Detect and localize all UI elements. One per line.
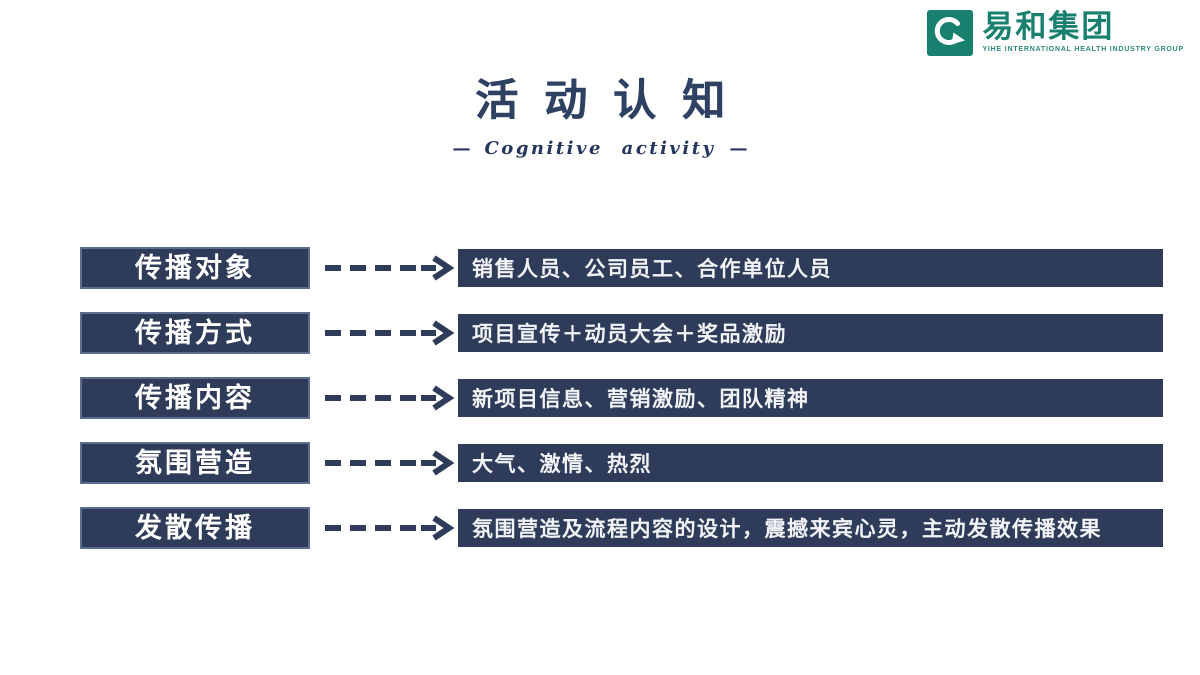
info-rows: 传播对象 销售人员、公司员工、合作单位人员 传播方式 项目宣传＋动员大会＋奖品激… (80, 247, 1163, 549)
dashed-arrow-icon (310, 385, 458, 411)
page-subtitle: — Cognitive activity — (0, 138, 1200, 159)
row-content: 销售人员、公司员工、合作单位人员 (458, 249, 1163, 287)
row-communication-content: 传播内容 新项目信息、营销激励、团队精神 (80, 377, 1163, 419)
subtitle-text: Cognitive activity (484, 138, 716, 159)
logo-text: 易和集团 YIHE INTERNATIONAL HEALTH INDUSTRY … (982, 9, 1184, 54)
circular-arrow-brand-icon (927, 10, 974, 56)
row-content: 氛围营造及流程内容的设计，震撼来宾心灵，主动发散传播效果 (458, 509, 1163, 547)
page-title: 活动认知 (475, 76, 751, 126)
row-communication-target: 传播对象 销售人员、公司员工、合作单位人员 (80, 247, 1163, 289)
row-content: 项目宣传＋动员大会＋奖品激励 (458, 314, 1163, 352)
row-content: 大气、激情、热烈 (458, 444, 1163, 482)
dashed-arrow-icon (310, 450, 458, 476)
row-label: 氛围营造 (80, 442, 310, 484)
row-divergent-spread: 发散传播 氛围营造及流程内容的设计，震撼来宾心灵，主动发散传播效果 (80, 507, 1163, 549)
subtitle-right-dash: — (729, 138, 748, 159)
company-logo: 易和集团 YIHE INTERNATIONAL HEALTH INDUSTRY … (927, 10, 1184, 56)
row-label: 传播内容 (80, 377, 310, 419)
row-label: 传播方式 (80, 312, 310, 354)
slide-header: 活动认知 — Cognitive activity — (0, 66, 1200, 159)
logo-tagline: YIHE INTERNATIONAL HEALTH INDUSTRY GROUP (982, 46, 1184, 53)
dashed-arrow-icon (310, 515, 458, 541)
subtitle-left-dash: — (452, 138, 471, 159)
row-atmosphere: 氛围营造 大气、激情、热烈 (80, 442, 1163, 484)
logo-company-name: 易和集团 (982, 9, 1115, 44)
row-label: 发散传播 (80, 507, 310, 549)
dashed-arrow-icon (310, 255, 458, 281)
row-label: 传播对象 (80, 247, 310, 289)
row-content: 新项目信息、营销激励、团队精神 (458, 379, 1163, 417)
dashed-arrow-icon (310, 320, 458, 346)
row-communication-method: 传播方式 项目宣传＋动员大会＋奖品激励 (80, 312, 1163, 354)
